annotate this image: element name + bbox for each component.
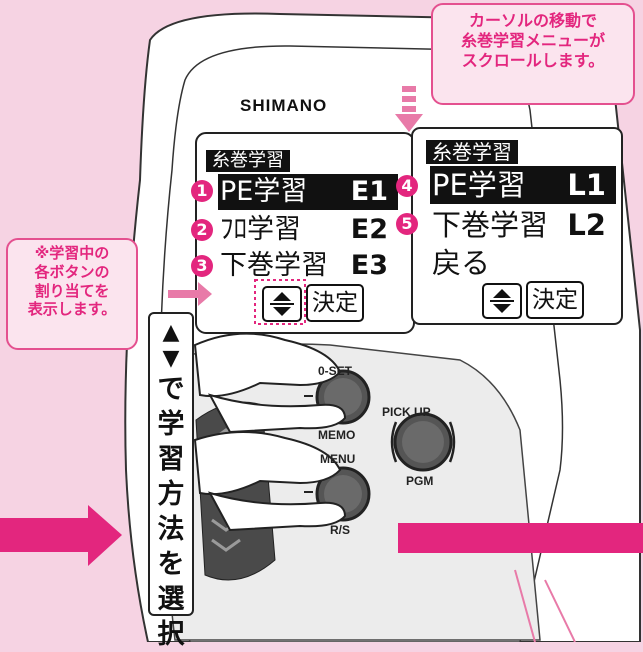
menu-item-code: E2 <box>350 214 388 245</box>
upper-finger <box>193 332 342 398</box>
menu-item-label: 下巻学習 <box>220 250 328 281</box>
assign-callout: ※学習中の 各ボタンの 割り当てを 表示します。 <box>6 238 138 350</box>
menu-item-label: 下巻学習 <box>432 208 549 242</box>
menu-item-code: L2 <box>567 208 606 242</box>
right-menu-item-4[interactable]: PE学習 L1 <box>430 166 616 204</box>
rs-label: R/S <box>330 523 351 537</box>
left-pointer-arrow <box>0 505 122 566</box>
marker-5: 5 <box>396 213 418 235</box>
instruction-char: ▼ <box>162 346 180 371</box>
left-screen: 糸巻学習 <box>206 150 406 172</box>
up-down-arrow-icon <box>270 292 294 316</box>
right-footer-arrow <box>482 283 522 319</box>
left-screen-title: 糸巻学習 <box>206 150 290 172</box>
left-menu-item-2[interactable]: ﾌﾛ学習 E2 <box>218 212 398 248</box>
marker-4: 4 <box>396 175 418 197</box>
right-menu-item-5[interactable]: 下巻学習 L2 <box>430 206 616 244</box>
footer-arrow-highlight <box>254 279 306 325</box>
pickup-label: PICK UP <box>382 405 431 419</box>
instruction-text: ▲▼ で学習方法を選択 <box>150 314 192 652</box>
right-pointer-bar <box>398 523 643 553</box>
left-footer-arrow <box>262 286 302 322</box>
left-footer-confirm: 決定 <box>306 284 364 322</box>
lower-finger <box>193 431 342 496</box>
marker-1: 1 <box>191 180 213 202</box>
scroll-callout: カーソルの移動で 糸巻学習メニューが スクロールします。 <box>431 3 635 105</box>
menu-label: MENU <box>320 452 356 466</box>
instruction-char: 選 <box>157 584 185 615</box>
marker-2: 2 <box>191 219 213 241</box>
left-menu-item-3[interactable]: 下巻学習 E3 <box>218 248 398 284</box>
menu-item-label: ﾌﾛ学習 <box>220 214 301 245</box>
instruction-char: 択 <box>157 619 185 650</box>
pgm-label: PGM <box>406 474 434 488</box>
instruction-char: 法 <box>157 514 185 545</box>
instruction-char: で <box>157 374 185 405</box>
instruction-char: 方 <box>157 479 185 510</box>
right-screen: 糸巻学習 <box>426 140 518 164</box>
instruction-badge: ▲▼ で学習方法を選択 <box>148 312 194 650</box>
instruction-char: 習 <box>157 444 185 475</box>
scroll-down-arrow <box>395 86 423 132</box>
left-menu-item-1[interactable]: PE学習 E1 <box>218 174 398 210</box>
instruction-char: 学 <box>157 409 185 440</box>
assign-pointer-arrow <box>168 282 212 306</box>
menu-item-code: E3 <box>350 250 388 281</box>
up-down-arrow-icon <box>490 289 514 313</box>
brand-logo: SHIMANO <box>240 96 328 115</box>
instruction-char: を <box>157 549 185 580</box>
menu-item-code: L1 <box>567 168 606 202</box>
oset-label: 0-SET <box>318 364 353 378</box>
memo-label: MEMO <box>318 428 356 442</box>
right-screen-title: 糸巻学習 <box>426 140 518 164</box>
right-menu-item-back[interactable]: 戻る <box>430 244 616 282</box>
marker-3: 3 <box>191 255 213 277</box>
menu-item-code: E1 <box>350 176 388 207</box>
menu-item-label: PE学習 <box>220 176 308 207</box>
right-footer-confirm: 決定 <box>526 281 584 319</box>
instruction-char: ▲ <box>162 320 180 345</box>
menu-item-label: PE学習 <box>432 168 526 202</box>
menu-item-label: 戻る <box>432 246 491 280</box>
